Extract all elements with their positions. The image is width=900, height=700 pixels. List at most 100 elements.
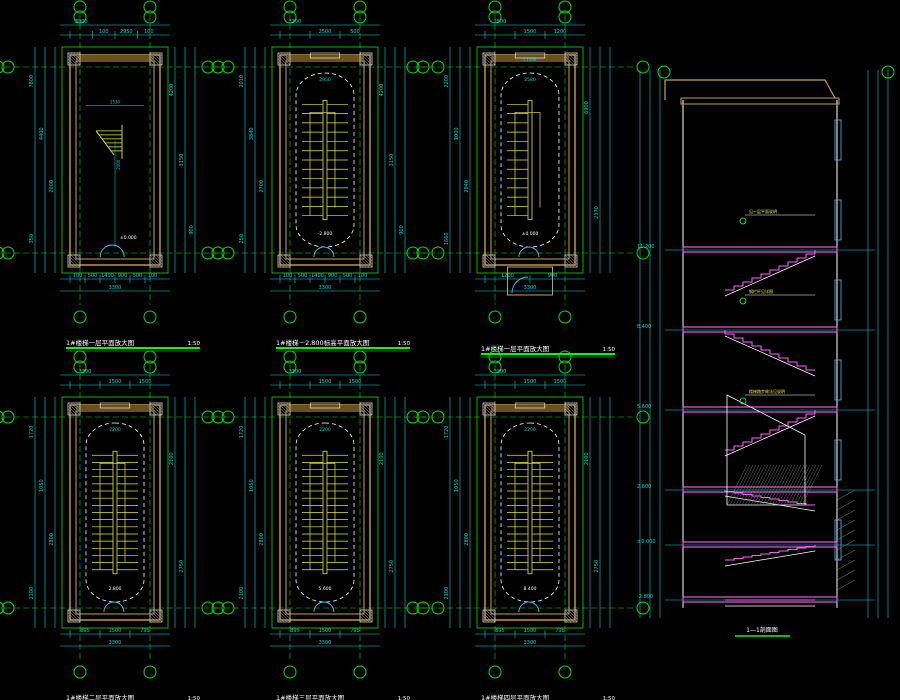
axis-bubble bbox=[558, 310, 572, 324]
dim-label: 1720 bbox=[29, 426, 35, 439]
dim-label: 2800 bbox=[464, 533, 470, 546]
axis-bubble bbox=[406, 246, 420, 260]
axis-bubble bbox=[488, 10, 502, 24]
axis-bubble bbox=[488, 665, 502, 679]
level-mark: 8.400 bbox=[524, 586, 537, 592]
axis-bubble bbox=[73, 10, 87, 24]
dim-label: 2100 bbox=[29, 587, 35, 600]
dim-label: 1500 bbox=[109, 628, 122, 634]
dim-label: 3300 bbox=[289, 369, 302, 375]
handrail bbox=[322, 99, 328, 221]
level-mark: ±0.000 bbox=[637, 539, 656, 545]
stair-flight bbox=[725, 545, 816, 561]
dim-label: 3300 bbox=[289, 19, 302, 25]
walk-line bbox=[99, 462, 126, 570]
dim-label: 100 bbox=[358, 273, 368, 279]
dim-label: 500 bbox=[343, 273, 353, 279]
walk-line bbox=[309, 111, 336, 216]
door-swing bbox=[313, 601, 324, 613]
dim-label: 2750 bbox=[594, 560, 600, 573]
door-swing bbox=[113, 601, 125, 613]
axis-bubble bbox=[283, 665, 297, 679]
axis-bubble bbox=[636, 410, 650, 424]
level-mark: -2.800 bbox=[318, 231, 333, 237]
axis-bubble bbox=[73, 350, 87, 364]
dim-label: 1050 bbox=[39, 479, 45, 492]
axis-bubble bbox=[1, 601, 15, 615]
dim-total: 3300 bbox=[319, 285, 332, 291]
plan-title: 1#楼梯四层平面放大图 bbox=[481, 693, 549, 700]
door-swing bbox=[323, 246, 335, 258]
door-swing bbox=[528, 246, 540, 258]
axis-bubble bbox=[657, 65, 671, 79]
dim-label: 1400 bbox=[101, 273, 114, 279]
axis-bubble bbox=[488, 0, 502, 14]
axis-bubble bbox=[211, 246, 225, 260]
window bbox=[309, 402, 341, 409]
axis-bubble bbox=[283, 360, 297, 374]
axis-bubble bbox=[0, 60, 5, 74]
plan-frame bbox=[476, 396, 584, 629]
axis-bubble bbox=[211, 410, 225, 424]
dim-label: 1720 bbox=[239, 426, 245, 439]
axis-bubble bbox=[143, 350, 157, 364]
dim-label: 500 bbox=[133, 273, 143, 279]
dim-label: 895 bbox=[495, 628, 505, 634]
level-mark: 2.800 bbox=[637, 484, 651, 490]
dashed-turn-outline bbox=[85, 422, 145, 603]
dim-label: 3300 bbox=[79, 369, 92, 375]
axis-bubble bbox=[636, 60, 650, 74]
axis-bubble bbox=[201, 601, 215, 615]
walk-line bbox=[514, 111, 541, 216]
axis-bubble bbox=[143, 310, 157, 324]
dim-label: 2100 bbox=[239, 587, 245, 600]
axis-bubble bbox=[73, 0, 87, 14]
section-note: 见一层平面说明 bbox=[749, 208, 777, 214]
axis-bubble bbox=[558, 350, 572, 364]
dim-total: 3300 bbox=[319, 640, 332, 646]
window bbox=[99, 402, 131, 409]
dim-label: 2000 bbox=[49, 180, 55, 193]
dim-label: 3150 bbox=[179, 154, 185, 167]
level-mark: -2.800 bbox=[637, 594, 653, 600]
door-swing bbox=[518, 601, 529, 613]
axis-bubble bbox=[283, 10, 297, 24]
axis-bubble bbox=[283, 0, 297, 14]
roof-slab bbox=[680, 97, 840, 105]
dim-label: 2010 bbox=[239, 75, 245, 88]
dim-label: 1530 bbox=[110, 100, 121, 105]
level-mark: 5.600 bbox=[319, 586, 332, 592]
dim-label: 2750 bbox=[389, 560, 395, 573]
walk-line bbox=[514, 462, 541, 570]
dim-label: 4400 bbox=[39, 127, 45, 140]
window bbox=[309, 52, 341, 59]
level-mark: ±0.000 bbox=[120, 235, 137, 241]
dim-label: 2100 bbox=[444, 587, 450, 600]
dim-label: 2500 bbox=[319, 29, 332, 35]
dim-label: 895 bbox=[80, 628, 90, 634]
axis-bubble bbox=[201, 410, 215, 424]
detail-marker bbox=[739, 297, 747, 305]
plan-title: 1#楼梯一层平面放大图 bbox=[66, 338, 134, 347]
dim-total: 3300 bbox=[109, 285, 122, 291]
plan-scale: 1:50 bbox=[188, 696, 201, 700]
dim-label: 100 bbox=[99, 29, 109, 35]
dim-label: 2200 bbox=[319, 427, 331, 433]
axis-bubble bbox=[406, 410, 420, 424]
axis-bubble bbox=[558, 360, 572, 374]
axis-bubble bbox=[353, 665, 367, 679]
entry-vestibule bbox=[507, 266, 553, 296]
dim-label: 2800 bbox=[49, 533, 55, 546]
axis-bubble bbox=[416, 246, 430, 260]
plan-scale: 1:50 bbox=[398, 341, 411, 347]
axis-bubble bbox=[283, 350, 297, 364]
dim-label: 100 bbox=[73, 273, 83, 279]
dim-label: 1500 bbox=[524, 29, 537, 35]
dim-label: 1660 bbox=[444, 232, 450, 245]
plan-frame bbox=[271, 46, 379, 274]
plan-frame bbox=[61, 46, 169, 274]
axis-bubble bbox=[211, 601, 225, 615]
